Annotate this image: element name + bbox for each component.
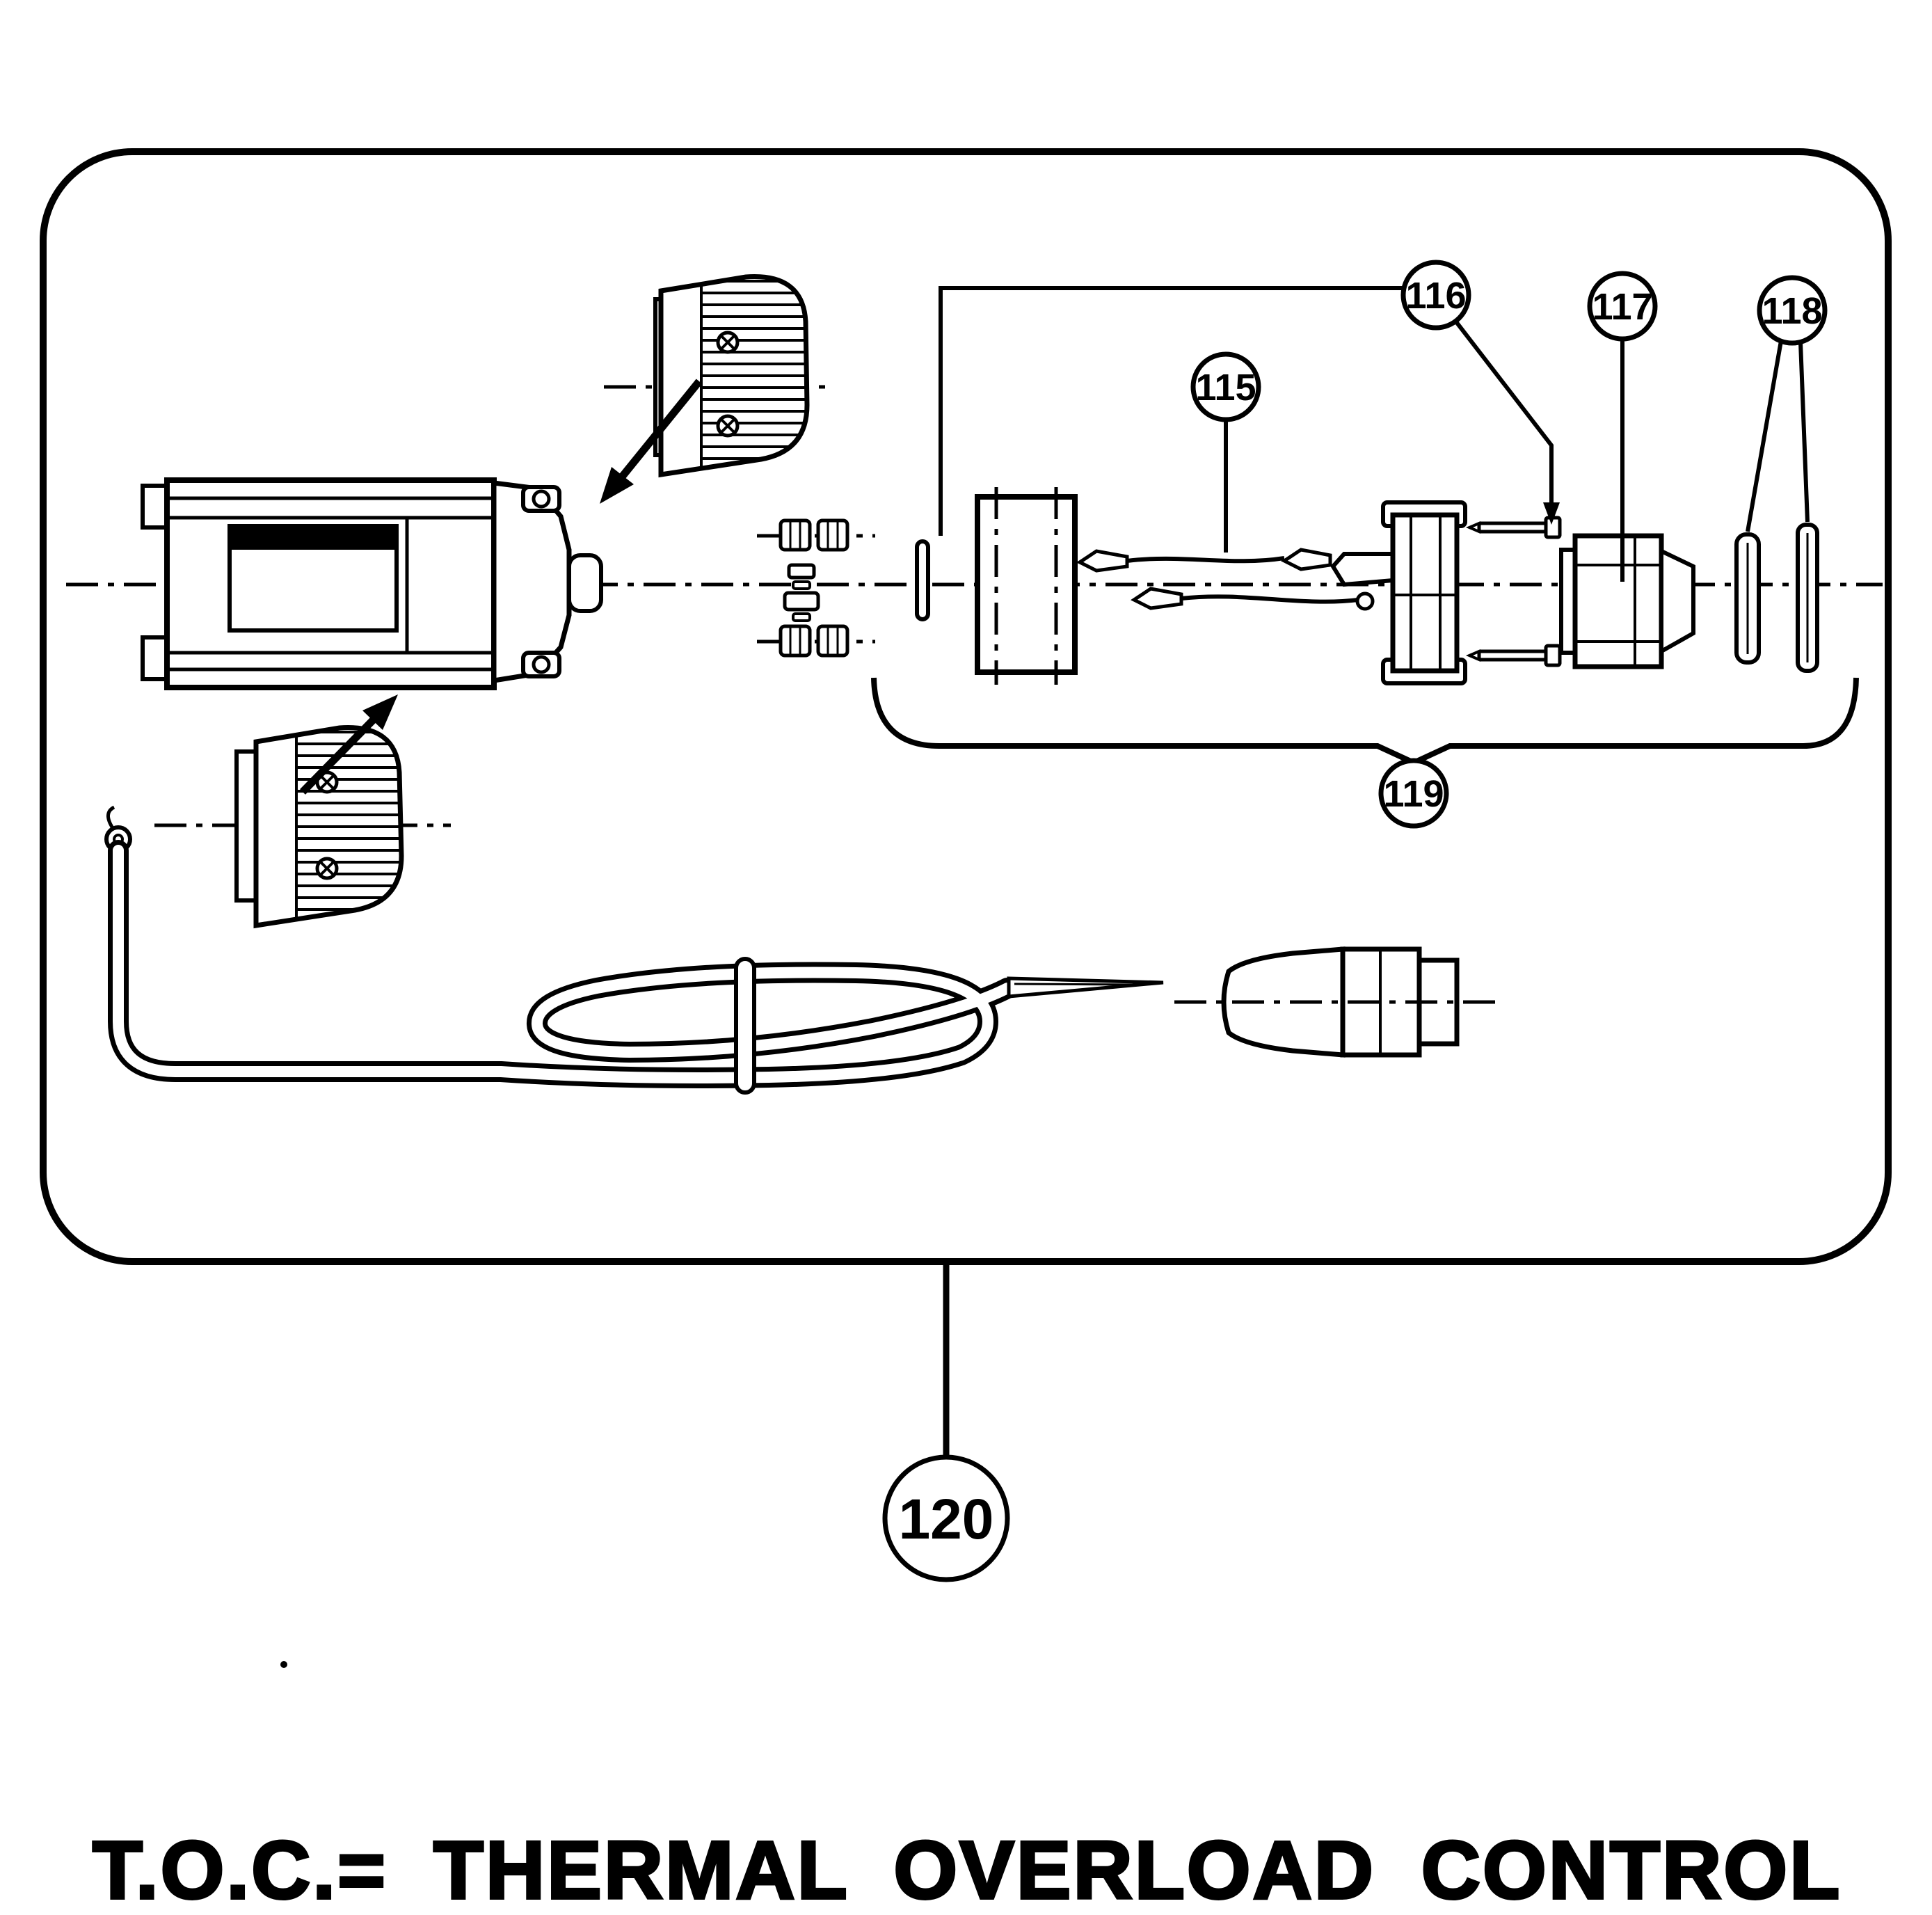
field-sleeve-drawing <box>975 487 1078 685</box>
callout-115-label: 115 <box>1195 367 1256 408</box>
screw-icon <box>315 857 339 880</box>
power-cord-drawing <box>104 805 1164 1095</box>
callout-116-label: 116 <box>1405 275 1466 317</box>
lead-wires-drawing <box>1076 548 1375 611</box>
cord-clamp-drawing <box>734 957 756 1095</box>
callout-119: 119 <box>1378 758 1449 829</box>
callout-120: 120 <box>882 1454 1010 1582</box>
through-bolt-drawing <box>915 539 930 621</box>
assembly-arrow-icon <box>600 379 703 504</box>
mount-screw-icon <box>1465 644 1562 667</box>
toc-switch-drawing <box>1330 500 1562 685</box>
connector-housing-drawing <box>1559 533 1695 669</box>
bottom-end-cap-drawing <box>234 694 404 929</box>
callout-118: 118 <box>1757 275 1828 346</box>
assembly-arrow-icon <box>300 694 398 795</box>
callout-117: 117 <box>1587 271 1658 342</box>
assembly-brace <box>871 677 1859 766</box>
scan-artifact-dot <box>280 1661 287 1668</box>
callout-116: 116 <box>1400 260 1471 331</box>
diagram-border <box>40 148 1892 1459</box>
callout-115: 115 <box>1190 351 1261 422</box>
mount-screw-icon <box>1465 516 1562 539</box>
callout-118-label: 118 <box>1762 290 1822 332</box>
hardware-nuts-washers-drawing <box>779 518 849 658</box>
screw-icon <box>716 331 740 354</box>
diagram-caption: T.O.C.= THERMAL OVERLOAD CONTROL <box>93 1825 1842 1915</box>
leader-arrow-icon <box>1543 502 1560 525</box>
callout-120-label: 120 <box>899 1488 994 1551</box>
cord-protector-drawing <box>1174 946 1497 1058</box>
top-end-cap-drawing <box>600 274 810 504</box>
screw-icon <box>716 414 740 438</box>
motor-housing-drawing <box>141 477 603 690</box>
callout-117-label: 117 <box>1592 286 1652 328</box>
callout-119-label: 119 <box>1383 773 1444 815</box>
callout-leader-lines <box>939 286 1810 582</box>
end-plates-drawing <box>1734 523 1819 673</box>
